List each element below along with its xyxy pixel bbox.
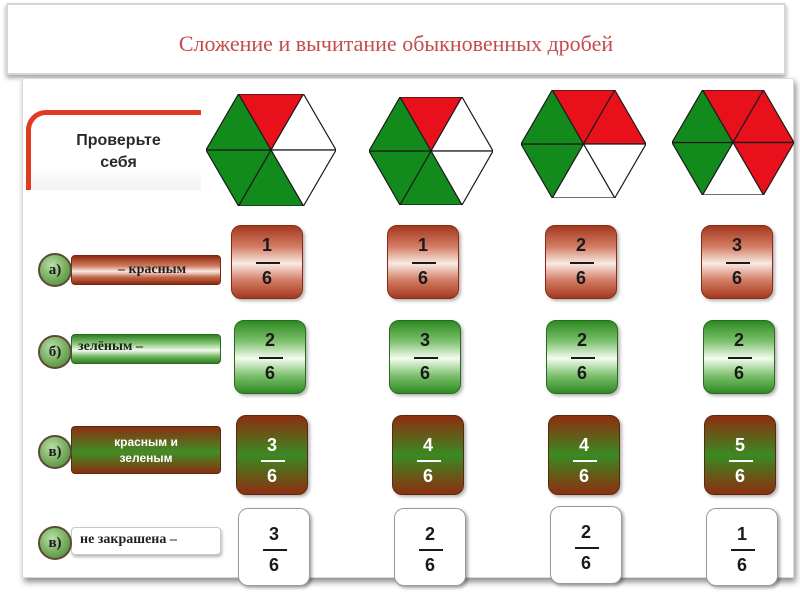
fraction-bar [259, 357, 283, 359]
hexagon-2 [369, 97, 493, 205]
label-green: зелёным – [78, 339, 143, 354]
numerator: 5 [734, 435, 745, 455]
title-bar: Сложение и вычитание обыкновенных дробей [6, 3, 786, 75]
numerator: 3 [731, 235, 742, 255]
fraction-bar [417, 460, 441, 462]
fraction-bar [571, 357, 595, 359]
denominator: 6 [266, 466, 277, 486]
fraction-bar [256, 262, 280, 264]
row-letter-a: а) [38, 253, 72, 287]
numerator: 3 [268, 524, 279, 544]
hexagon-1 [206, 94, 336, 206]
fraction-bar [729, 460, 753, 462]
fraction-bar [263, 549, 287, 551]
numerator: 3 [266, 435, 277, 455]
fraction-bar [570, 262, 594, 264]
fraction-bar [726, 262, 750, 264]
fraction-bar [731, 549, 755, 551]
numerator: 4 [578, 435, 589, 455]
fraction-bar [573, 460, 597, 462]
row-letter-v-2: в) [38, 526, 72, 560]
denominator: 6 [417, 268, 428, 288]
fraction-bar [728, 357, 752, 359]
numerator: 1 [736, 524, 747, 544]
numerator: 2 [733, 330, 744, 350]
fraction-bar [419, 549, 443, 551]
denominator: 6 [268, 555, 279, 575]
check-yourself-box: Проверьте себя [26, 110, 201, 190]
check-yourself-label: Проверьте себя [31, 130, 206, 174]
label-mixed-line-1: красным и [114, 435, 178, 449]
denominator: 6 [578, 466, 589, 486]
label-mixed: красным и зеленым [71, 434, 221, 466]
row-letter-b: б) [38, 335, 72, 369]
denominator: 6 [264, 363, 275, 383]
fraction-bar [414, 357, 438, 359]
denominator: 6 [580, 553, 591, 573]
denominator: 6 [736, 555, 747, 575]
numerator: 3 [419, 330, 430, 350]
denominator: 6 [731, 268, 742, 288]
label-unpainted: не закрашена – [80, 532, 177, 547]
page-title: Сложение и вычитание обыкновенных дробей [178, 31, 614, 56]
check-line-1: Проверьте [76, 132, 161, 149]
label-pill-mixed [71, 426, 221, 474]
hexagon-sector-green [521, 90, 585, 145]
denominator: 6 [733, 363, 744, 383]
numerator: 2 [580, 522, 591, 542]
fraction-bar [261, 460, 285, 462]
row-letter-v: в) [38, 435, 72, 469]
numerator: 1 [417, 235, 428, 255]
fraction-bar [575, 547, 599, 549]
hexagon-3 [521, 90, 646, 198]
hexagon-sector-green [672, 90, 735, 144]
label-red: – красным [118, 262, 187, 277]
numerator: 2 [424, 524, 435, 544]
hexagon-sector-green [369, 97, 433, 152]
denominator: 6 [734, 466, 745, 486]
numerator: 4 [422, 435, 433, 455]
fraction-bar [412, 262, 436, 264]
hexagon-sector-green [206, 94, 273, 151]
denominator: 6 [576, 363, 587, 383]
denominator: 6 [575, 268, 586, 288]
check-line-2: себя [100, 154, 137, 171]
numerator: 2 [575, 235, 586, 255]
label-pill-red [71, 255, 221, 285]
numerator: 2 [576, 330, 587, 350]
denominator: 6 [419, 363, 430, 383]
denominator: 6 [424, 555, 435, 575]
label-pill-green [71, 334, 221, 364]
numerator: 2 [264, 330, 275, 350]
numerator: 1 [261, 235, 272, 255]
hexagon-4 [672, 90, 794, 195]
label-pill-white [71, 527, 221, 555]
label-mixed-line-2: зеленым [119, 451, 173, 465]
denominator: 6 [261, 268, 272, 288]
denominator: 6 [422, 466, 433, 486]
